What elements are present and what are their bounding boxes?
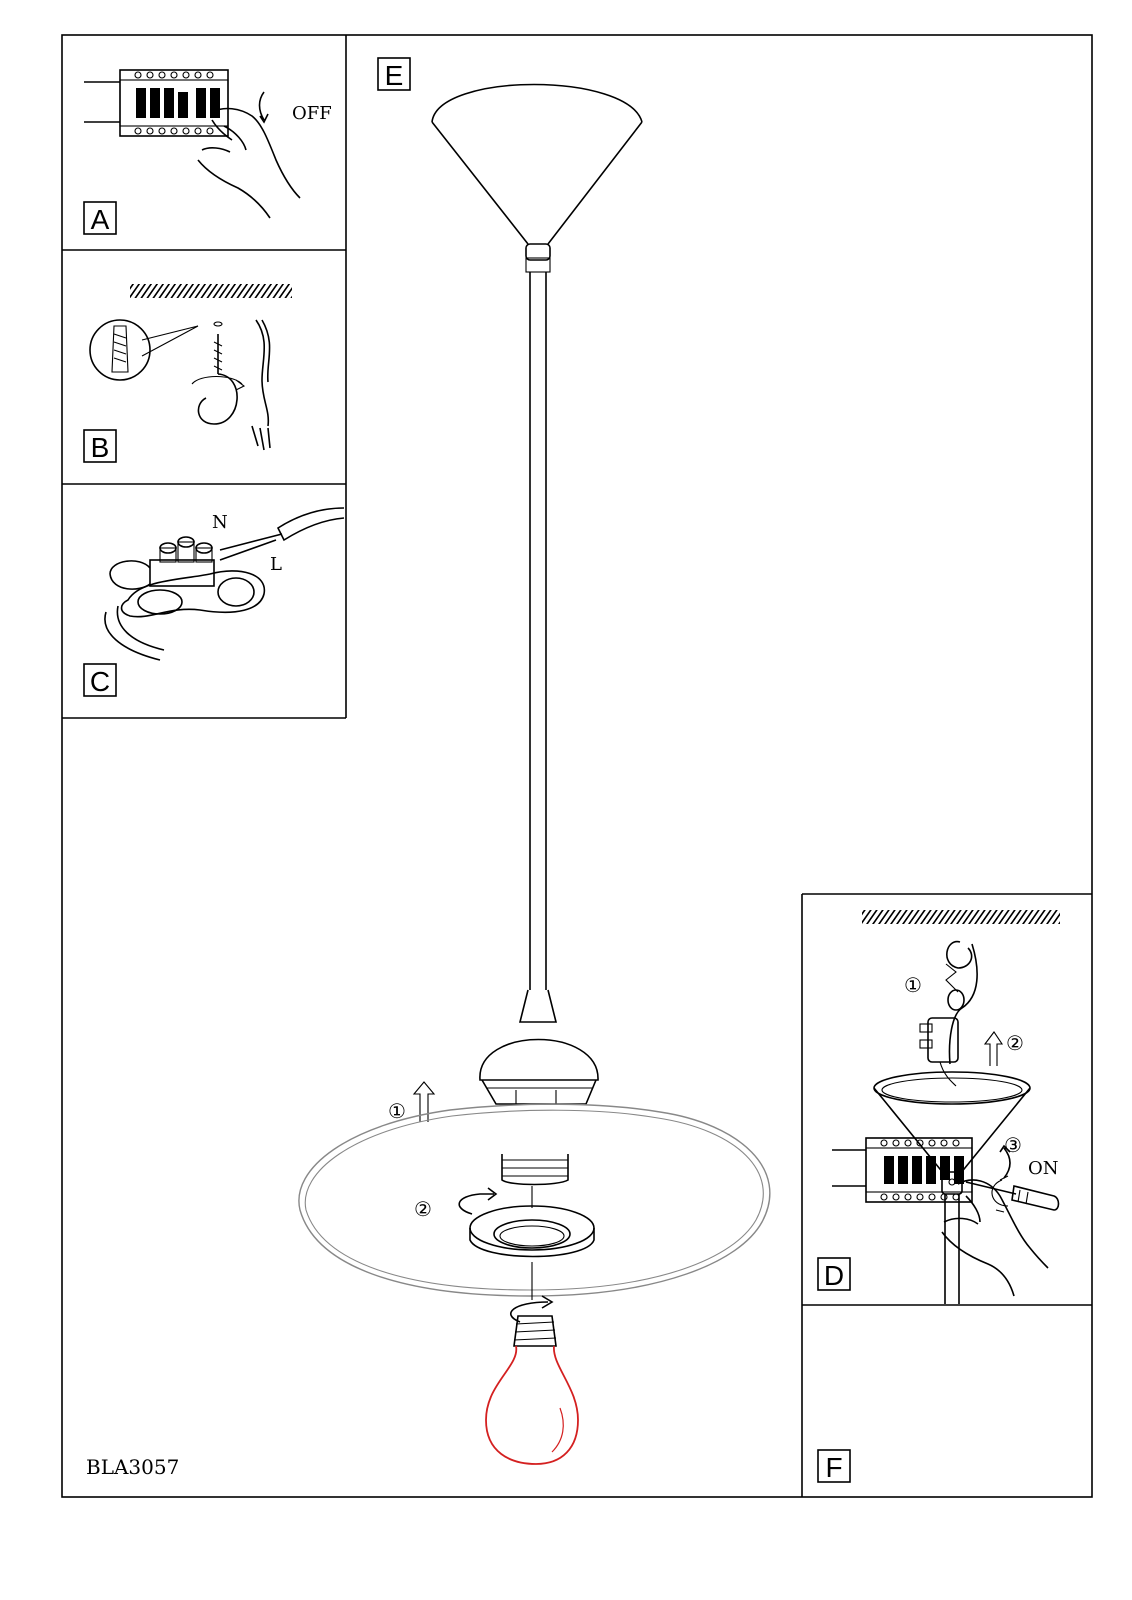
hook-icon bbox=[947, 942, 972, 968]
lamp-shade bbox=[299, 1104, 770, 1296]
breaker-icon bbox=[832, 1138, 972, 1202]
panel-b-letter: B bbox=[91, 432, 110, 463]
wall-plug-icon bbox=[90, 320, 198, 380]
hand-icon bbox=[198, 109, 300, 218]
hook-icon bbox=[192, 322, 244, 424]
socket-thread bbox=[502, 1154, 568, 1208]
breaker-icon bbox=[84, 70, 228, 136]
off-label: OFF bbox=[292, 103, 332, 124]
ceiling-hatch-icon bbox=[130, 284, 292, 298]
d-step2-label: ② bbox=[1006, 1031, 1024, 1055]
panel-a-letter: A bbox=[91, 204, 110, 235]
cable-sheath bbox=[278, 508, 344, 540]
hand-icon bbox=[942, 1180, 1048, 1296]
panel-d: ① ② ③ D bbox=[818, 910, 1060, 1304]
panel-c-letter: C bbox=[90, 666, 110, 697]
ceiling-hatch-icon bbox=[862, 910, 1060, 924]
outer-frame bbox=[62, 35, 1092, 1497]
panel-a: OFF A bbox=[84, 70, 332, 235]
suspension-rod bbox=[530, 272, 546, 990]
switch-off-arrow bbox=[260, 92, 269, 122]
twist-arrow-icon bbox=[459, 1188, 496, 1214]
d-rod bbox=[945, 1194, 959, 1304]
lamp-holder-cap bbox=[480, 990, 598, 1104]
panel-d-letter: D bbox=[824, 1260, 844, 1291]
panel-f: ON F bbox=[818, 1138, 1059, 1483]
product-code: BLA3057 bbox=[86, 1455, 179, 1479]
mounting-bracket bbox=[122, 571, 265, 617]
bulb-icon bbox=[486, 1316, 578, 1464]
panel-e-letter: E bbox=[385, 60, 404, 91]
panel-e: E ① ② bbox=[86, 58, 770, 1479]
panel-b: B bbox=[84, 284, 292, 463]
d-step1-label: ① bbox=[904, 973, 922, 997]
push-up-arrow bbox=[985, 1032, 1002, 1066]
neutral-label: N bbox=[212, 512, 228, 533]
live-label: L bbox=[270, 554, 282, 575]
screwdriver-icon bbox=[966, 1182, 1059, 1210]
cable-icon bbox=[252, 320, 270, 450]
shade-ring bbox=[470, 1206, 594, 1257]
ceiling-canopy bbox=[432, 85, 642, 273]
panel-f-letter: F bbox=[825, 1452, 842, 1483]
on-label: ON bbox=[1028, 1158, 1059, 1179]
e-step2-label: ② bbox=[414, 1197, 432, 1221]
panel-c: N L C bbox=[84, 508, 344, 697]
